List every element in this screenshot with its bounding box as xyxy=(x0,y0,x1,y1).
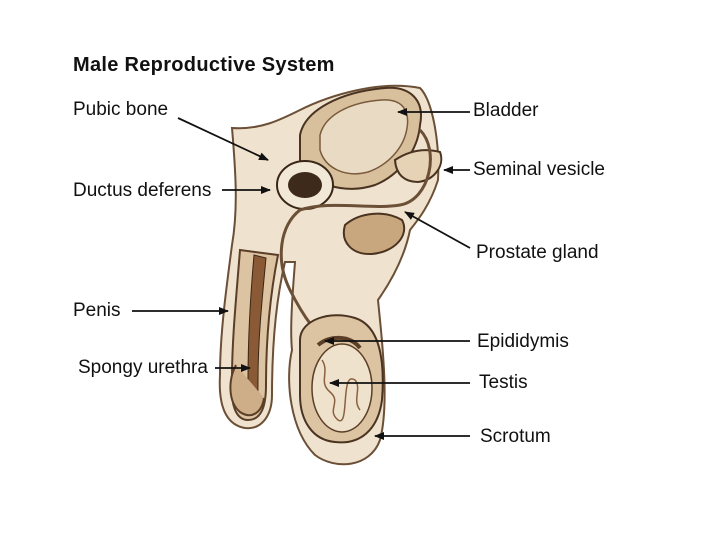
label-bladder: Bladder xyxy=(473,100,539,121)
leader-prostate-gland xyxy=(404,211,471,249)
label-pubic-bone: Pubic bone xyxy=(73,99,169,120)
bladder-organ xyxy=(299,86,422,190)
leader-pubic-bone xyxy=(177,117,269,161)
label-scrotum: Scrotum xyxy=(480,426,551,447)
prostate-organ xyxy=(342,212,405,256)
pubic-bone xyxy=(276,160,334,210)
label-seminal-vesicle: Seminal vesicle xyxy=(473,159,605,180)
diagram-title: Male Reproductive System xyxy=(73,54,335,76)
label-prostate-gland: Prostate gland xyxy=(476,242,599,263)
penis-shaft xyxy=(229,248,280,422)
scrotum-testis xyxy=(299,314,384,444)
leader-lines xyxy=(132,108,471,440)
label-epididymis: Epididymis xyxy=(477,331,569,352)
label-ductus-deferens: Ductus deferens xyxy=(73,180,212,201)
label-spongy-urethra: Spongy urethra xyxy=(78,357,208,378)
label-testis: Testis xyxy=(479,372,528,393)
label-penis: Penis xyxy=(73,300,121,321)
ductus-deferens-tube xyxy=(279,128,432,347)
